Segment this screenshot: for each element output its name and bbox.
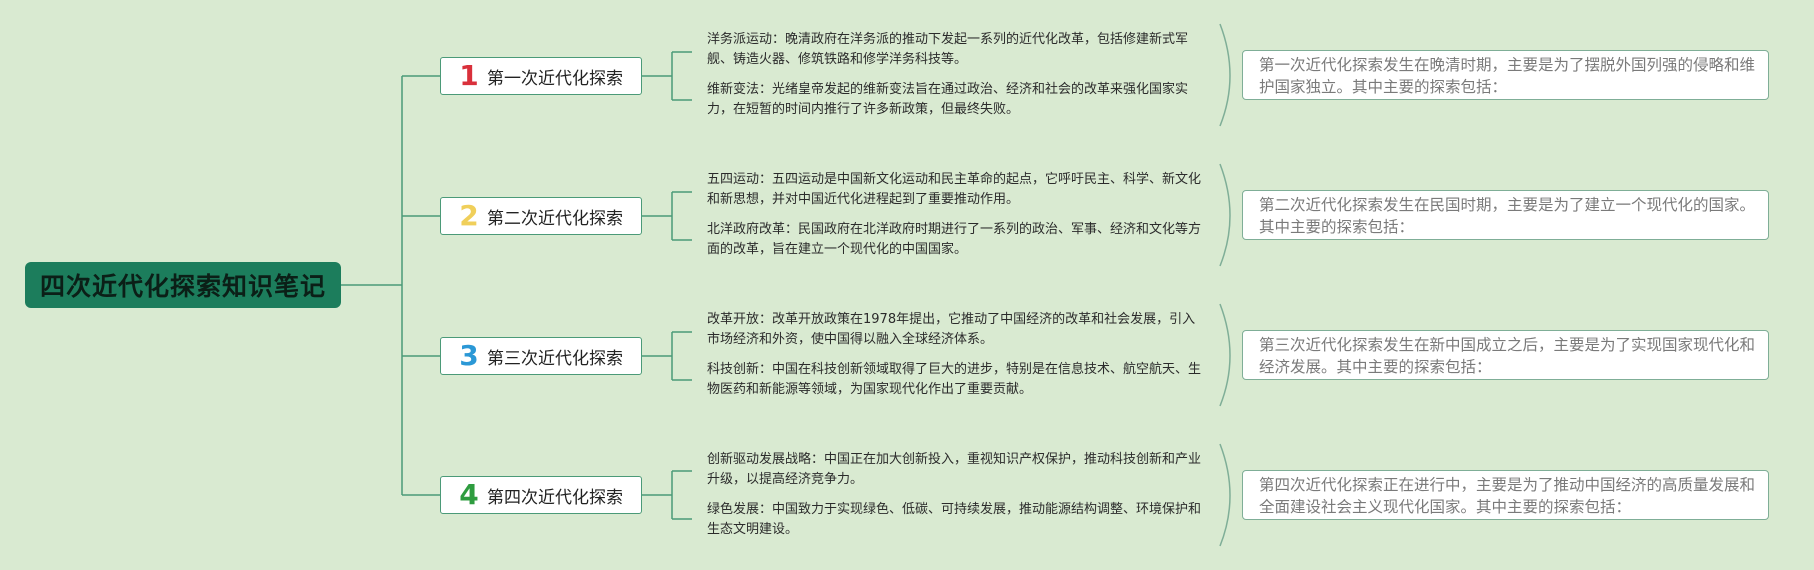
- leaf-text: 绿色发展：中国致力于实现绿色、低碳、可持续发展，推动能源结构调整、环境保护和生态…: [707, 502, 1202, 537]
- summary-box-4[interactable]: 第四次近代化探索正在进行中，主要是为了推动中国经济的高质量发展和全面建设社会主义…: [1242, 470, 1769, 520]
- leaf-text: 北洋政府改革：民国政府在北洋政府时期进行了一系列的政治、军事、经济和文化等方面的…: [707, 222, 1202, 257]
- leaf-text: 五四运动：五四运动是中国新文化运动和民主革命的起点，它呼吁民主、科学、新文化和新…: [707, 172, 1202, 207]
- leaf-topic[interactable]: 创新驱动发展战略：中国正在加大创新投入，重视知识产权保护，推动科技创新和产业升级…: [707, 450, 1203, 490]
- number-marker-3-icon: 3: [459, 339, 479, 372]
- summary-text: 第四次近代化探索正在进行中，主要是为了推动中国经济的高质量发展和全面建设社会主义…: [1259, 476, 1756, 516]
- leaf-topic[interactable]: 北洋政府改革：民国政府在北洋政府时期进行了一系列的政治、军事、经济和文化等方面的…: [707, 220, 1203, 260]
- leaf-text: 科技创新：中国在科技创新领域取得了巨大的进步，特别是在信息技术、航空航天、生物医…: [707, 362, 1202, 397]
- summary-box-3[interactable]: 第三次近代化探索发生在新中国成立之后，主要是为了实现国家现代化和经济发展。其中主…: [1242, 330, 1769, 380]
- leaf-topic[interactable]: 科技创新：中国在科技创新领域取得了巨大的进步，特别是在信息技术、航空航天、生物医…: [707, 360, 1203, 400]
- branch-label: 第四次近代化探索: [487, 487, 623, 508]
- leaf-topic[interactable]: 改革开放：改革开放政策在1978年提出，它推动了中国经济的改革和社会发展，引入市…: [707, 310, 1203, 350]
- number-marker-2-icon: 2: [459, 199, 479, 232]
- root-title: 四次近代化探索知识笔记: [39, 272, 326, 301]
- leaf-topic[interactable]: 维新变法：光绪皇帝发起的维新变法旨在通过政治、经济和社会的改革来强化国家实力，在…: [707, 80, 1203, 120]
- branch-topic-3[interactable]: 3 第三次近代化探索: [440, 337, 642, 375]
- leaf-topic[interactable]: 洋务派运动：晚清政府在洋务派的推动下发起一系列的近代化改革，包括修建新式军舰、铸…: [707, 30, 1203, 70]
- branch-label: 第三次近代化探索: [487, 348, 623, 369]
- summary-box-1[interactable]: 第一次近代化探索发生在晚清时期，主要是为了摆脱外国列强的侵略和维护国家独立。其中…: [1242, 50, 1769, 100]
- branch-label: 第一次近代化探索: [487, 68, 623, 89]
- branch-label: 第二次近代化探索: [487, 208, 623, 229]
- branch-topic-4[interactable]: 4 第四次近代化探索: [440, 476, 642, 514]
- leaf-text: 洋务派运动：晚清政府在洋务派的推动下发起一系列的近代化改革，包括修建新式军舰、铸…: [707, 32, 1189, 67]
- leaf-topic[interactable]: 五四运动：五四运动是中国新文化运动和民主革命的起点，它呼吁民主、科学、新文化和新…: [707, 170, 1203, 210]
- summary-text: 第三次近代化探索发生在新中国成立之后，主要是为了实现国家现代化和经济发展。其中主…: [1259, 336, 1756, 376]
- number-marker-4-icon: 4: [459, 478, 479, 511]
- leaf-text: 维新变法：光绪皇帝发起的维新变法旨在通过政治、经济和社会的改革来强化国家实力，在…: [707, 82, 1189, 117]
- summary-text: 第二次近代化探索发生在民国时期，主要是为了建立一个现代化的国家。其中主要的探索包…: [1259, 196, 1756, 236]
- leaf-topic[interactable]: 绿色发展：中国致力于实现绿色、低碳、可持续发展，推动能源结构调整、环境保护和生态…: [707, 500, 1203, 540]
- leaf-text: 改革开放：改革开放政策在1978年提出，它推动了中国经济的改革和社会发展，引入市…: [707, 312, 1196, 347]
- summary-text: 第一次近代化探索发生在晚清时期，主要是为了摆脱外国列强的侵略和维护国家独立。其中…: [1259, 56, 1756, 96]
- number-marker-1-icon: 1: [459, 59, 479, 92]
- leaf-text: 创新驱动发展战略：中国正在加大创新投入，重视知识产权保护，推动科技创新和产业升级…: [707, 452, 1202, 487]
- summary-box-2[interactable]: 第二次近代化探索发生在民国时期，主要是为了建立一个现代化的国家。其中主要的探索包…: [1242, 190, 1769, 240]
- branch-topic-1[interactable]: 1 第一次近代化探索: [440, 57, 642, 95]
- branch-topic-2[interactable]: 2 第二次近代化探索: [440, 197, 642, 235]
- root-topic[interactable]: 四次近代化探索知识笔记: [25, 262, 341, 308]
